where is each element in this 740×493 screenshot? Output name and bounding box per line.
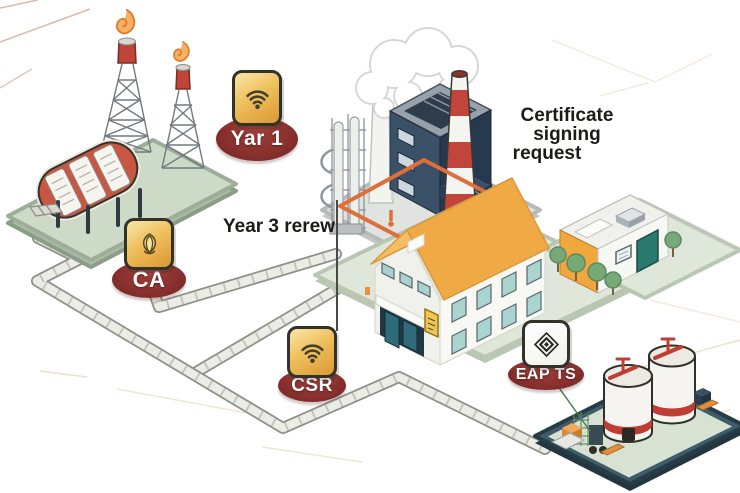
year-3-renew-note: Year 3 rerew [223,216,335,237]
badge-yar-1: Yar 1 [216,70,298,161]
wifi-icon [245,89,269,109]
diamond-tile [522,320,570,368]
note-line: signing [533,124,601,145]
wifi-tile [287,326,337,378]
seal-tile [124,218,174,270]
wifi-icon [300,343,324,363]
seal-icon [142,232,156,254]
flame-icon [115,9,136,35]
certificate-signing-request-note: Certificate signing request [497,106,637,163]
platform-equipment [550,388,720,456]
nested-diamond-icon [533,331,559,357]
note-line: Certificate [520,105,614,126]
fuel-tank [28,139,142,234]
storage-tanks [603,337,696,443]
pallet [28,203,64,217]
note-line: request [512,143,582,164]
flare-towers [100,63,205,169]
badge-ca: CA [112,218,186,298]
flare-tips [115,9,191,90]
badge-eap-ts: EAP TS [508,320,584,390]
badge-label: EAP TS [508,359,584,390]
office-building [365,177,550,366]
wifi-tile [232,70,282,126]
flame-icon [173,41,190,62]
badge-csr: CSR [278,326,346,402]
trees [549,231,682,295]
